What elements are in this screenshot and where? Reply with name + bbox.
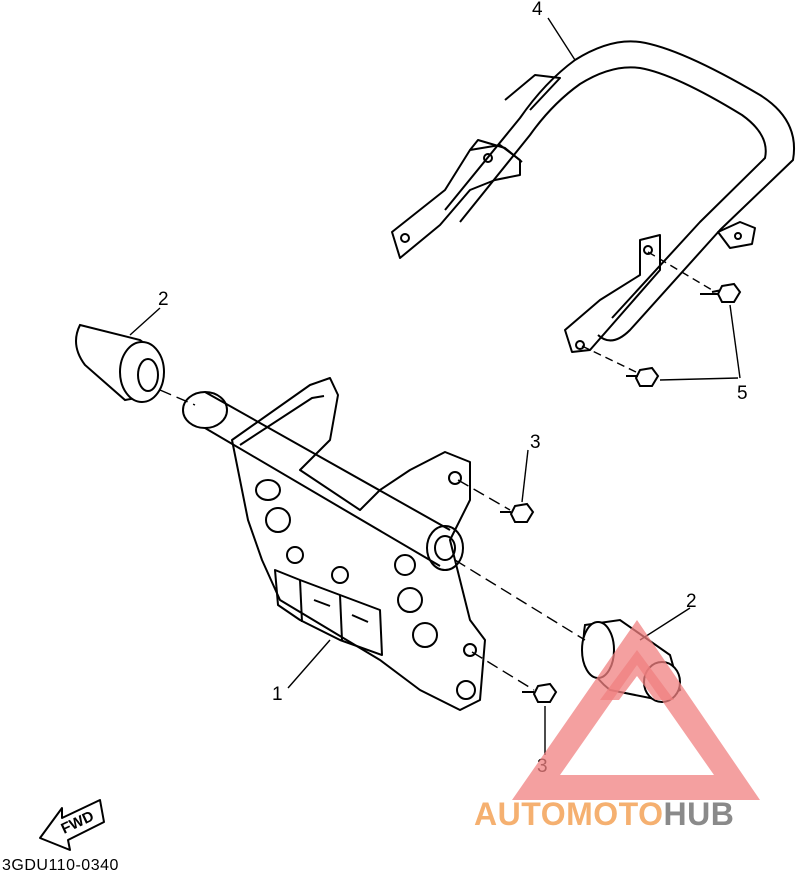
callout-2-right: 2 (686, 591, 697, 612)
bolt-part-5-upper (700, 282, 742, 303)
callout-1: 1 (272, 684, 283, 705)
watermark-triangle-icon (512, 620, 760, 800)
callout-5: 5 (737, 383, 748, 404)
callout-4: 4 (532, 0, 543, 20)
end-cap-part-2-left (75, 323, 165, 403)
forward-direction-arrow-icon: FWD (39, 799, 105, 851)
bolt-part-3-upper (500, 502, 535, 523)
bolt-part-3-lower (522, 682, 558, 703)
watermark-text-part1: AUTOMOTO (474, 796, 664, 832)
watermark-text-part2: HUB (663, 796, 735, 832)
watermark-brand: AUTOMOTOHUB (474, 796, 734, 833)
bracket-part-1 (182, 377, 486, 711)
callout-3-upper: 3 (530, 432, 541, 453)
grab-bar-part-4 (391, 40, 795, 353)
figure-code: 3GDU110-0340 (2, 857, 119, 874)
bolt-part-5-lower (626, 366, 660, 387)
callout-2-left: 2 (158, 289, 169, 310)
